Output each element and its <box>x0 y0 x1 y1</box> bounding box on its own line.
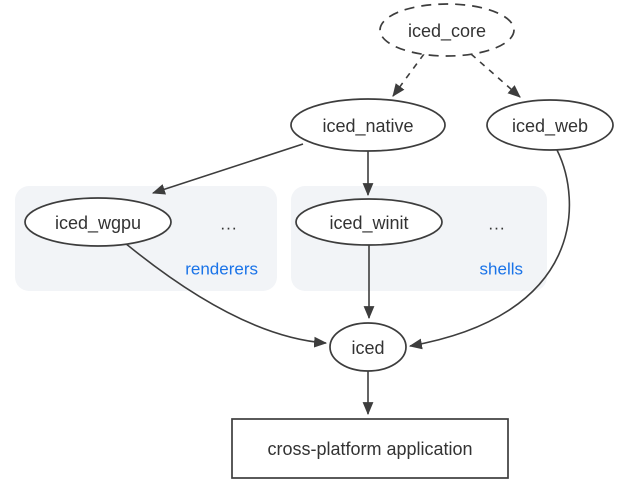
iced-core-ellipse <box>379 3 515 57</box>
node-iced-winit: iced_winit <box>295 198 443 246</box>
renderers-group-label: renderers <box>185 260 258 279</box>
node-iced: iced <box>329 322 407 372</box>
edge-iced-core-to-iced-native <box>392 53 425 97</box>
iced-web-ellipse <box>486 99 614 151</box>
renderers-ellipsis: ... <box>220 215 237 234</box>
edge-iced-native-to-iced-wgpu <box>151 143 304 195</box>
iced-core-label: iced_core <box>408 21 486 42</box>
node-iced-web: iced_web <box>486 99 614 151</box>
iced-wgpu-ellipse <box>24 197 172 247</box>
node-iced-core: iced_core <box>379 3 515 57</box>
iced-winit-ellipse <box>295 198 443 246</box>
edge-iced-web-to-iced <box>408 149 571 350</box>
shells-ellipsis: ... <box>488 215 505 234</box>
app-label: cross-platform application <box>267 439 472 459</box>
iced-native-label: iced_native <box>322 116 413 137</box>
node-cross-platform-application: cross-platform application <box>231 418 509 479</box>
edge-iced-wgpu-to-iced <box>124 242 328 348</box>
app-rect <box>231 418 509 479</box>
node-iced-native: iced_native <box>290 98 446 152</box>
iced-label: iced <box>351 338 384 358</box>
iced-web-label: iced_web <box>512 116 588 137</box>
node-iced-wgpu: iced_wgpu <box>24 197 172 247</box>
iced-native-ellipse <box>290 98 446 152</box>
shells-group-label: shells <box>480 260 523 279</box>
edge-iced-core-to-iced-web <box>470 53 521 98</box>
iced-ellipse <box>329 322 407 372</box>
iced-winit-label: iced_winit <box>329 213 408 234</box>
iced-wgpu-label: iced_wgpu <box>55 213 141 234</box>
